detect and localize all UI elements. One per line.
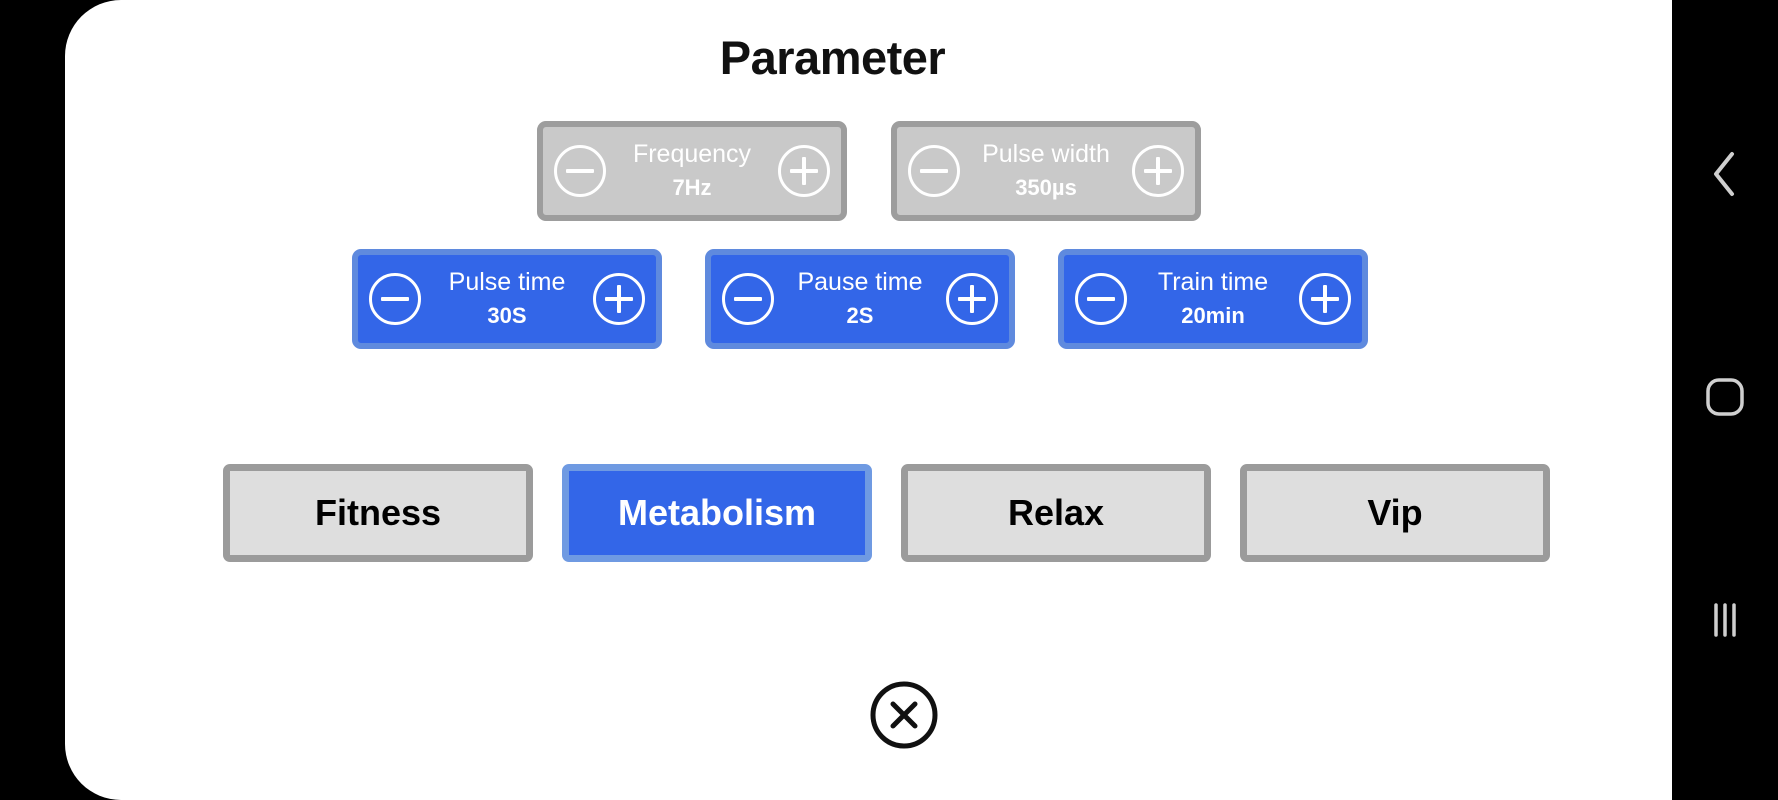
page-title-text: Parameter — [719, 31, 946, 84]
minus-circle-icon[interactable] — [908, 145, 960, 197]
stepper-labels: Pulse time 30S — [421, 269, 593, 330]
android-navigation-bar — [1672, 0, 1778, 800]
stepper-value: 30S — [487, 303, 527, 329]
minus-circle-icon[interactable] — [554, 145, 606, 197]
plus-circle-icon[interactable] — [593, 273, 645, 325]
nav-back-button[interactable] — [1672, 139, 1778, 209]
stepper-value: 2S — [846, 303, 874, 329]
stepper-pulse-time[interactable]: Pulse time 30S — [352, 249, 662, 349]
plus-circle-icon[interactable] — [1132, 145, 1184, 197]
minus-circle-icon[interactable] — [1075, 273, 1127, 325]
stepper-labels: Train time 20min — [1127, 269, 1299, 330]
nav-recents-button[interactable] — [1672, 585, 1778, 655]
stepper-frequency[interactable]: Frequency 7Hz — [537, 121, 847, 221]
mode-button-vip[interactable]: Vip — [1240, 464, 1550, 562]
stepper-name: Pulse width — [982, 139, 1110, 168]
stepper-value: 20min — [1181, 303, 1245, 329]
plus-circle-icon[interactable] — [1299, 273, 1351, 325]
app-panel: Parameter Frequency 7Hz Pulse width 350µ… — [65, 0, 1672, 800]
stepper-labels: Frequency 7Hz — [606, 141, 778, 202]
mode-button-metabolism[interactable]: Metabolism — [562, 464, 872, 562]
parameter-row-top: Frequency 7Hz Pulse width 350µs — [537, 121, 1201, 221]
parameter-row-bottom: Pulse time 30S Pause time 2S Train time … — [352, 249, 1368, 349]
plus-circle-icon[interactable] — [946, 273, 998, 325]
close-x-icon — [870, 681, 938, 749]
mode-button-relax[interactable]: Relax — [901, 464, 1211, 562]
page-title: Parameter — [65, 30, 1672, 85]
mode-button-fitness[interactable]: Fitness — [223, 464, 533, 562]
stepper-name: Pause time — [797, 267, 923, 296]
stepper-name: Pulse time — [448, 267, 566, 296]
rounded-square-icon — [1706, 378, 1744, 416]
plus-circle-icon[interactable] — [778, 145, 830, 197]
stepper-value: 350µs — [1015, 175, 1077, 201]
minus-circle-icon[interactable] — [369, 273, 421, 325]
stepper-name: Train time — [1157, 267, 1269, 296]
three-bars-icon — [1714, 603, 1736, 637]
nav-home-button[interactable] — [1672, 362, 1778, 432]
stepper-labels: Pulse width 350µs — [960, 141, 1132, 202]
stepper-labels: Pause time 2S — [774, 269, 946, 330]
stepper-pulse-width[interactable]: Pulse width 350µs — [891, 121, 1201, 221]
stepper-value: 7Hz — [672, 175, 712, 201]
chevron-left-icon — [1714, 152, 1734, 196]
close-button[interactable] — [868, 679, 940, 751]
stepper-name: Frequency — [632, 139, 752, 168]
minus-circle-icon[interactable] — [722, 273, 774, 325]
mode-button-group: Fitness Metabolism Relax Vip — [223, 464, 1550, 562]
stepper-pause-time[interactable]: Pause time 2S — [705, 249, 1015, 349]
stepper-train-time[interactable]: Train time 20min — [1058, 249, 1368, 349]
